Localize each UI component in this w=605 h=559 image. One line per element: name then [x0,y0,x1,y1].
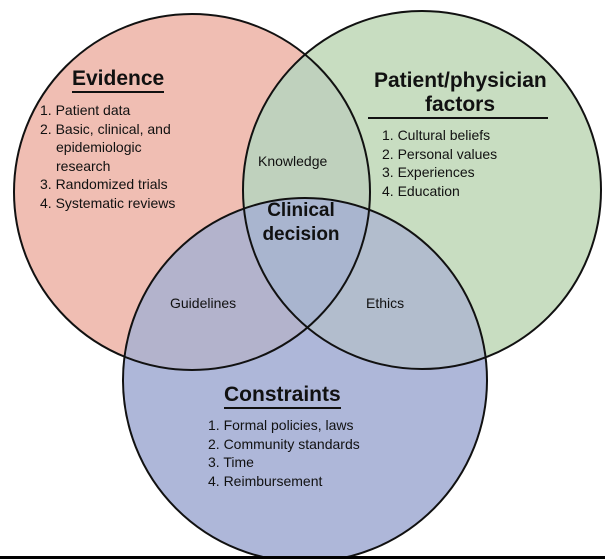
evidence-constraints-overlap [123,198,370,370]
evidence-title: Evidence [72,67,165,93]
constraints-item-2: 2. Community standards [208,435,360,452]
constraints-list: 1. Formal policies, laws 2. Community sta… [208,416,360,490]
evidence-item-1: 1. Patient data [40,102,131,118]
knowledge-label: Knowledge [258,153,328,169]
clinical-decision-line1: Clinical [267,200,335,221]
constraints-outline [122,197,488,559]
constraints-item-3: 3. Time [208,454,254,470]
patient-constraints-overlap [243,198,487,369]
constraints-item-4: 4. Reimbursement [208,472,323,489]
evidence-item-2: 2. Basic, clinical, and [40,120,171,137]
ethics-label: Ethics [366,295,405,311]
patient-physician-list: 1. Cultural beliefs 2. Personal values 3. … [382,126,497,200]
patient-physician-outline [242,10,602,370]
evidence-item-2-line-3: research [56,157,111,174]
patient-physician-item-1: 1. Cultural beliefs [382,127,491,143]
bottom-border [0,556,605,559]
evidence-list: 1. Patient data 2. Basic, clinical, and ep… [40,101,175,212]
guidelines-label: Guidelines [170,295,237,311]
patient-physician-item-3: 3. Experiences [382,164,475,180]
patient-physician-title-line2: factors [424,93,496,116]
evidence-outline [13,13,371,371]
evidence-item-4: 4. Systematic reviews [40,194,176,211]
evidence-item-3: 3. Randomized trials [40,176,168,192]
constraints-title: Constraints [224,383,341,409]
evidence-item-2-line-2: epidemiologic [56,139,142,155]
patient-physician-title-underline [368,117,548,119]
constraints-item-1: 1. Formal policies, laws [208,417,354,433]
patient-physician-item-2: 2. Personal values [382,145,498,162]
patient-physician-item-4: 4. Education [382,182,460,199]
patient-physician-title-line1: Patient/physician [374,69,547,92]
clinical-decision-line2: decision [262,224,340,245]
